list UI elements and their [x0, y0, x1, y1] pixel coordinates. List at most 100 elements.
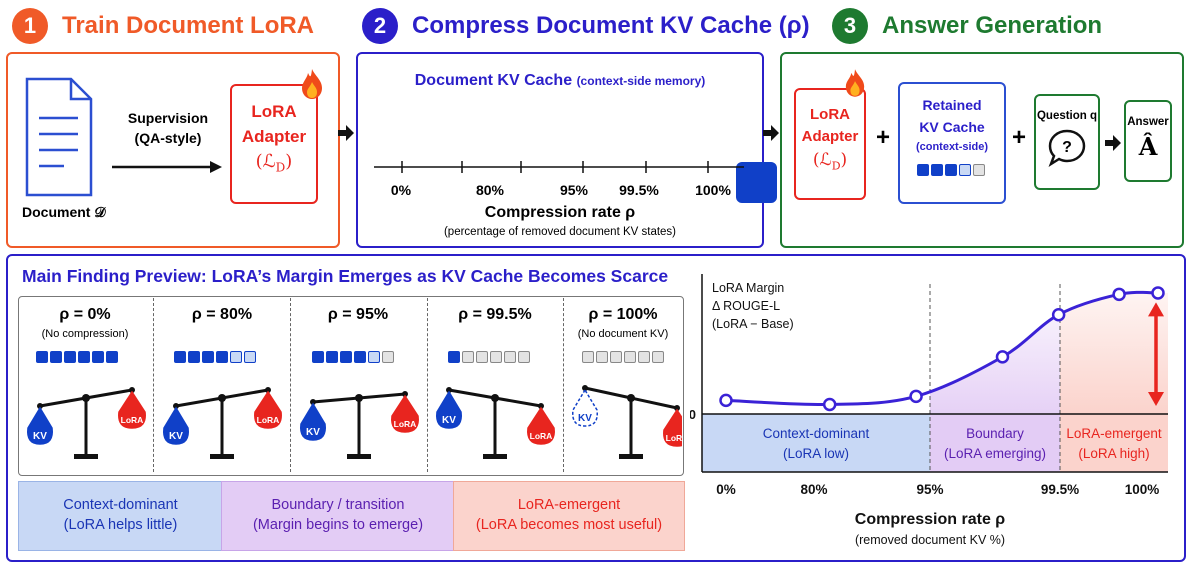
band-lora-emergent: LoRA-emergent (LoRA becomes most useful) — [453, 481, 685, 551]
kv-block — [64, 351, 76, 363]
chart-region — [702, 414, 930, 472]
kv-block — [973, 164, 985, 177]
question-label: Question q — [1036, 110, 1098, 122]
step-2-heading: 2 Compress Document KV Cache (ρ) — [362, 6, 810, 46]
data-point — [1151, 286, 1165, 300]
chart-region — [1060, 414, 1168, 472]
kv-bag-icon — [163, 406, 189, 445]
step-1-heading: 1 Train Document LoRA — [12, 6, 314, 46]
kv-block — [638, 351, 650, 363]
kv-bag-label: KV — [578, 413, 592, 424]
kv-block — [959, 164, 971, 177]
step-3-heading: 3 Answer Generation — [832, 6, 1102, 46]
kv-block — [652, 351, 664, 363]
lora-bag-label: LoRA — [257, 415, 280, 425]
lora-label-line2: Adapter — [241, 126, 307, 146]
question-mark: ? — [1062, 139, 1072, 156]
scenario-kv-row — [36, 350, 120, 368]
plus-sign: + — [876, 124, 891, 151]
step-2-title: Compress Document KV Cache (ρ) — [412, 12, 810, 39]
band-line2: (Margin begins to emerge) — [252, 517, 424, 533]
data-point — [909, 389, 923, 404]
p2-axis-sublabel: (percentage of removed document KV state… — [443, 226, 677, 238]
kv-block — [382, 351, 394, 363]
region-label: (LoRA emerging) — [944, 446, 1046, 461]
kv-bag-label: KV — [169, 431, 183, 442]
panel-compress-kv: Document KV Cache (context-side memory) … — [356, 52, 1087, 248]
kv-block — [230, 351, 242, 363]
kv-bag-label: KV — [442, 415, 456, 426]
kv-block — [462, 351, 474, 363]
kv-block — [92, 351, 104, 363]
document-icon — [25, 77, 93, 197]
lora-bag-label: LoRA — [394, 419, 417, 429]
kv-block — [624, 351, 636, 363]
retained-kv-mini-blocks — [900, 160, 1004, 182]
scenario-rho-4: ρ = 100% — [588, 306, 658, 323]
p2-tick-3: 99.5% — [619, 182, 659, 198]
scenario-rho-1: ρ = 80% — [191, 306, 253, 323]
step-3-number: 3 — [832, 8, 868, 44]
lora-bag-label: LoRA — [530, 431, 553, 441]
kv-block — [596, 351, 608, 363]
p2-tick-0: 0% — [390, 182, 412, 198]
balance-scale-icon: KV LoRA — [163, 387, 282, 459]
kv-block — [518, 351, 530, 363]
kv-cache-title-main: Document KV Cache — [414, 72, 573, 89]
x-axis-label: Compression rate ρ — [855, 511, 1005, 528]
band-context-dominant: Context-dominant (LoRA helps little) — [18, 481, 223, 551]
kv-block — [736, 162, 777, 203]
area-lora-emergent — [1060, 292, 1168, 414]
fire-icon — [302, 69, 322, 99]
kv-block — [476, 351, 488, 363]
kv-bag-label: KV — [306, 427, 320, 438]
kv-block — [945, 164, 957, 177]
kv-cache-title: Document KV Cache (context-side memory) — [358, 72, 762, 90]
scenario-divider — [153, 298, 154, 472]
kv-block — [216, 351, 228, 363]
retained-kv-line3: (context-side) — [915, 140, 989, 153]
lora-margin-chart: Context-dominant(LoRA low)Boundary(LoRA … — [690, 274, 1168, 547]
x-axis-sublabel: (removed document KV %) — [855, 533, 1005, 547]
band-boundary: Boundary / transition (Margin begins to … — [221, 481, 455, 551]
x-tick-label: 0% — [716, 482, 736, 497]
scenario-kv-row — [174, 350, 258, 368]
kv-block — [610, 351, 622, 363]
band-line2: (LoRA becomes most useful) — [475, 517, 663, 533]
p2-tick-4: 100% — [695, 182, 731, 198]
arrow-up-icon — [1148, 302, 1164, 317]
scenario-kv-row — [448, 350, 532, 368]
kv-cache-title-paren: (context-side memory) — [576, 74, 706, 88]
kv-block — [448, 351, 460, 363]
kv-block — [504, 351, 516, 363]
scenario-kv-row — [582, 350, 666, 368]
region-label: (LoRA high) — [1078, 446, 1149, 461]
y-axis-label: LoRA Margin — [712, 281, 784, 295]
arrow-right-icon — [338, 125, 354, 141]
step-2-number: 2 — [362, 8, 398, 44]
lora-loss: (ℒD) — [255, 151, 293, 175]
kv-block — [244, 351, 256, 363]
lora-bag-label: LoRA — [121, 415, 144, 425]
x-tick-label: 95% — [916, 482, 943, 497]
lora-label-line1: LoRA — [251, 102, 297, 121]
balance-scales: KVLoRAKVLoRAKVLoRAKVLoRAKVLoRA — [27, 385, 682, 459]
answer-symbol: Â — [1138, 132, 1158, 161]
retained-kv-box: Retained KV Cache (context-side) — [898, 82, 1006, 204]
kv-block — [106, 351, 118, 363]
lora-adapter-box: LoRA Adapter (ℒD) — [230, 84, 318, 204]
lora-bag-icon — [391, 394, 419, 433]
kv-bag-label: KV — [33, 431, 47, 442]
scenario-rho-0: ρ = 0% — [59, 306, 111, 323]
question-box: Question q ? — [1034, 94, 1100, 190]
kv-block — [202, 351, 214, 363]
kv-block — [36, 351, 48, 363]
arrow-right-icon — [112, 161, 222, 173]
kv-block — [490, 351, 502, 363]
step-3-title: Answer Generation — [882, 12, 1103, 39]
x-tick-label: 99.5% — [1041, 482, 1079, 497]
panel-train-lora: Document 𝒟 Supervision (QA-style) LoRA A… — [6, 52, 340, 248]
data-point — [1051, 307, 1066, 322]
scenarios-box — [18, 296, 684, 476]
